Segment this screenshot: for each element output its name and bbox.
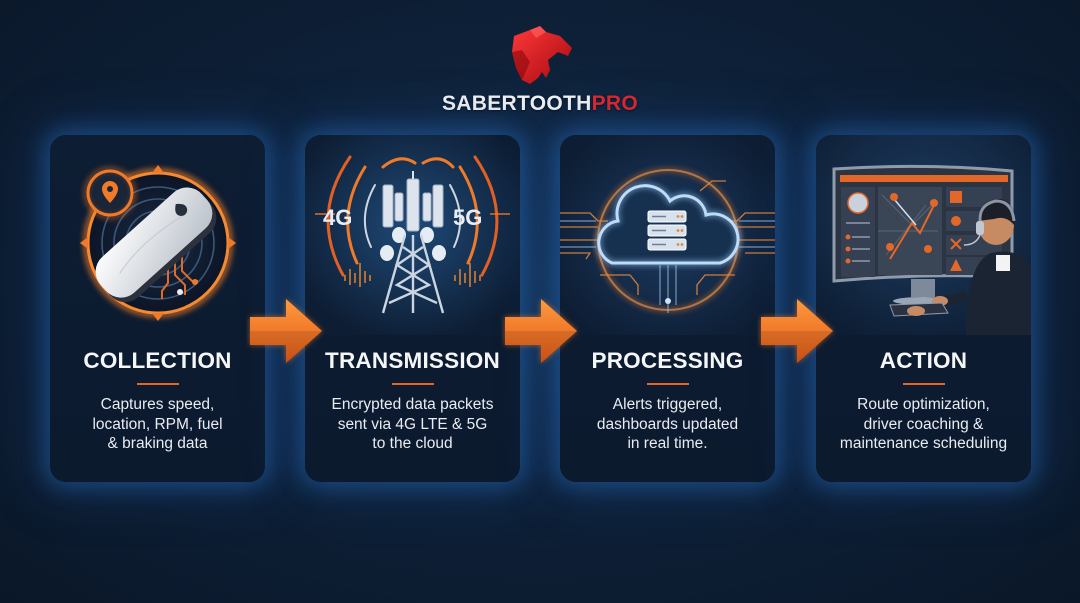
telematics-device-icon	[80, 165, 236, 321]
step-card-transmission: 4G 5G TRANSMISSION Encrypted data packet…	[305, 135, 520, 482]
brand-name: SABERTOOTH	[441, 92, 592, 115]
step-title: ACTION	[879, 348, 968, 373]
dispatcher-dashboard-icon	[816, 135, 1031, 335]
title-underline	[391, 383, 434, 385]
description-line: maintenance scheduling	[839, 435, 1008, 452]
step-card-collection: COLLECTION Captures speed, location, RPM…	[50, 135, 265, 482]
arrow-right-icon	[505, 299, 577, 363]
description-line: location, RPM, fuel	[92, 415, 223, 433]
title-underline	[646, 383, 689, 385]
cloud-server-icon	[560, 135, 775, 335]
step-description: Route optimization, driver coaching & ma…	[824, 395, 1023, 454]
description-line: Encrypted data packets	[331, 396, 494, 413]
description-line: to the cloud	[372, 435, 453, 452]
sabertooth-cat-head-icon	[512, 26, 572, 84]
arrow-right-icon	[250, 299, 322, 363]
arrow-right-icon	[761, 299, 833, 363]
description-line: Route optimization,	[857, 396, 990, 413]
description-line: & braking data	[107, 435, 208, 452]
svg-text:5G: 5G	[453, 205, 482, 230]
title-underline	[902, 383, 945, 385]
brand-wordmark: SABERTOOTHPRO	[442, 92, 638, 116]
step-description: Captures speed, location, RPM, fuel & br…	[58, 395, 257, 454]
description-line: sent via 4G LTE & 5G	[337, 415, 488, 433]
step-title: PROCESSING	[591, 348, 744, 373]
step-card-processing: PROCESSING Alerts triggered, dashboards …	[560, 135, 775, 482]
svg-text:4G: 4G	[323, 205, 352, 230]
description-line: Captures speed,	[100, 396, 215, 413]
step-title: COLLECTION	[83, 348, 232, 373]
description-line: dashboards updated	[596, 415, 739, 433]
description-line: in real time.	[627, 435, 708, 452]
step-title: TRANSMISSION	[325, 348, 500, 373]
step-description: Encrypted data packets sent via 4G LTE &…	[313, 395, 512, 454]
cell-tower-icon: 4G 5G	[305, 135, 520, 335]
brand-name-accent: PRO	[591, 92, 639, 115]
description-line: Alerts triggered,	[612, 396, 723, 413]
step-description: Alerts triggered, dashboards updated in …	[568, 395, 767, 454]
brand-logo: SABERTOOTHPRO	[0, 22, 1080, 116]
title-underline	[136, 383, 179, 385]
step-card-action: ACTION Route optimization, driver coachi…	[816, 135, 1031, 482]
description-line: driver coaching &	[863, 415, 984, 433]
